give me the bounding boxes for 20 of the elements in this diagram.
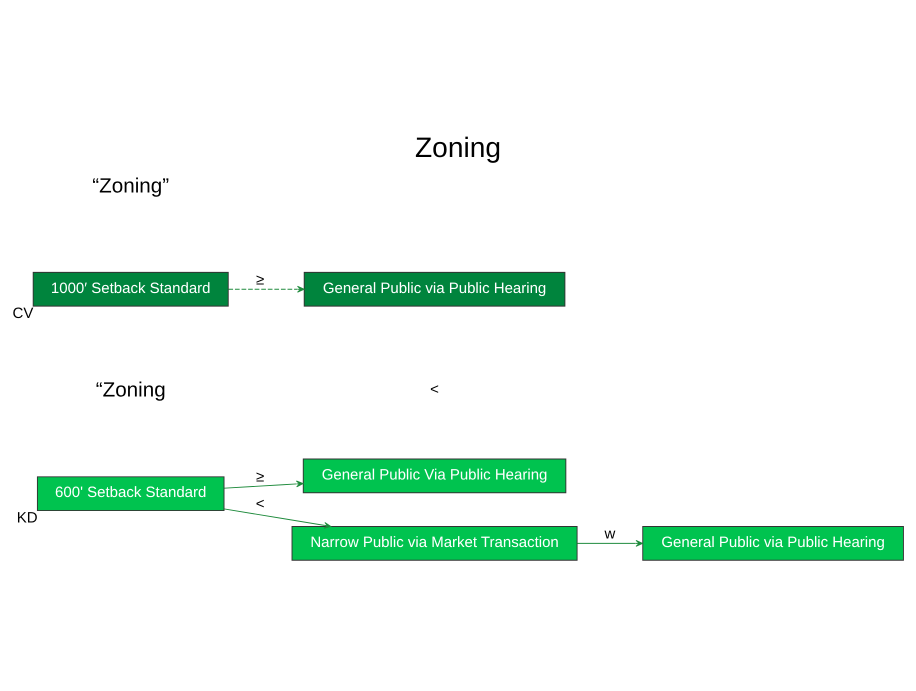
arrow	[224, 480, 304, 489]
node-box: Narrow Public via Market Transaction	[292, 526, 578, 561]
node-box: 600' Setback Standard	[36, 476, 224, 512]
edge-label: w	[604, 525, 616, 542]
edge-label: <	[256, 495, 265, 512]
node-box: 1000′ Setback Standard	[32, 272, 229, 307]
node-box: General Public Via Public Hearing	[302, 458, 566, 494]
arrow	[224, 508, 332, 529]
label: “Zoning	[96, 378, 166, 402]
edge-label: ≥	[256, 271, 264, 288]
label: <	[430, 381, 439, 398]
edge-label: ≥	[256, 468, 264, 486]
node-label: KD	[16, 510, 38, 527]
diagram-title: Zoning	[415, 132, 501, 164]
node-box: General Public via Public Hearing	[304, 272, 566, 307]
arrow	[228, 286, 305, 293]
label: “Zoning”	[92, 174, 170, 198]
arrow	[576, 540, 644, 547]
node-label: CV	[12, 305, 34, 322]
node-box: General Public via Public Hearing	[642, 526, 904, 561]
